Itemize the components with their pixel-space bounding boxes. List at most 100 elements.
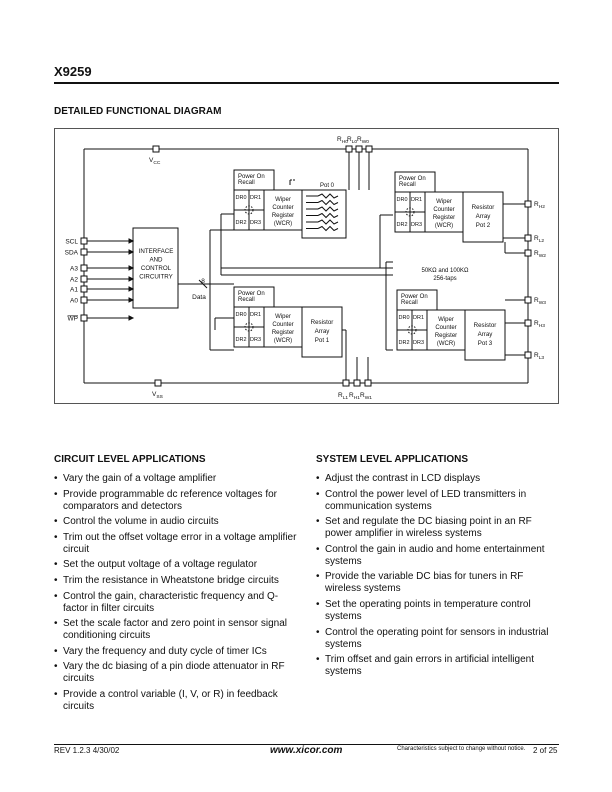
input-arrow xyxy=(128,249,135,255)
data-register-label: DR0 xyxy=(399,315,410,321)
input-label: A1 xyxy=(70,287,78,294)
system-applications-title: SYSTEM LEVEL APPLICATIONS xyxy=(316,454,469,465)
wcr-label: Register xyxy=(272,213,294,219)
register-selector xyxy=(405,207,415,217)
data-register-label: DR0 xyxy=(236,195,247,201)
resistor-symbol xyxy=(317,225,339,232)
resistor-array-label: Pot 1 xyxy=(315,337,330,344)
power-on-recall-label: Power On xyxy=(399,176,426,182)
pot1-terminal-pin xyxy=(342,379,350,387)
pot1-terminal-label: RL1 xyxy=(338,392,348,401)
input-arrow xyxy=(128,238,135,244)
right-terminal-pin xyxy=(524,200,532,208)
resistor-array-label: Pot 3 xyxy=(478,340,493,347)
wcr-label: Register xyxy=(435,333,457,339)
resistor-array-label: Resistor xyxy=(474,322,497,329)
diagram-wire xyxy=(198,279,208,289)
section-title: DETAILED FUNCTIONAL DIAGRAM xyxy=(54,106,222,117)
power-on-recall-label: Power On xyxy=(238,174,265,180)
wiper-counter-register xyxy=(426,309,466,351)
system-application-item: Control the operating point for sensors … xyxy=(316,627,561,651)
system-application-item: Trim offset and gain errors in artificia… xyxy=(316,654,561,678)
wcr-label: Counter xyxy=(272,322,293,328)
wcr-label: Counter xyxy=(272,205,293,211)
wiper-counter-register xyxy=(263,306,303,348)
data-register-label: DR3 xyxy=(250,337,261,343)
resistor-array-label: Array xyxy=(478,331,494,338)
interface-block-label: AND xyxy=(149,257,163,264)
system-application-item: Adjust the contrast in LCD displays xyxy=(316,473,561,485)
circuit-application-item: Vary the gain of a voltage amplifier xyxy=(54,473,299,485)
data-register-label: DR0 xyxy=(236,312,247,318)
right-terminal-label: RL3 xyxy=(534,352,544,361)
pot0-terminal-pin xyxy=(345,145,353,153)
input-label: A2 xyxy=(70,277,78,284)
pot2-resistor-array xyxy=(462,191,504,243)
input-pin xyxy=(80,314,88,322)
register-selector xyxy=(407,325,417,335)
data-register-label: DR1 xyxy=(250,312,261,318)
right-terminal-pin xyxy=(524,351,532,359)
diagram-frame xyxy=(54,128,559,404)
interface-block-label: CONTROL xyxy=(141,265,172,272)
wcr-label: (WCR) xyxy=(274,338,292,344)
power-on-recall-label: Recall xyxy=(238,297,255,303)
input-pin xyxy=(80,237,88,245)
input-pin xyxy=(80,275,88,283)
input-arrow xyxy=(128,315,135,321)
system-application-item: Control the power level of LED transmitt… xyxy=(316,489,561,513)
system-applications: SYSTEM LEVEL APPLICATIONS Adjust the con… xyxy=(316,454,561,682)
circuit-application-item: Provide programmable dc reference voltag… xyxy=(54,489,299,513)
power-on-recall-label: Power On xyxy=(238,291,265,297)
bus-width-label: 8 xyxy=(201,278,205,285)
power-on-recall-label: Power On xyxy=(401,294,428,300)
input-arrow xyxy=(128,286,135,292)
data-register-label: DR2 xyxy=(236,337,247,343)
pot0-terminal-label: RW0 xyxy=(357,136,369,145)
resistor-array-label: Resistor xyxy=(472,204,495,211)
input-pin xyxy=(80,285,88,293)
resistor-array-label: Pot 2 xyxy=(476,222,491,229)
wcr-label: Wiper xyxy=(275,314,291,320)
footer-rule xyxy=(54,744,559,745)
power-on-recall-label: Recall xyxy=(238,180,255,186)
register-selector xyxy=(244,322,254,332)
resistor-symbol xyxy=(317,199,339,206)
input-label: SDA xyxy=(65,250,79,257)
header-rule xyxy=(54,82,559,84)
resistor-array-label: Resistor xyxy=(311,319,334,326)
footer-revision: REV 1.2.3 4/30/02 xyxy=(54,746,120,755)
bus-label: Data xyxy=(192,294,206,301)
data-register-label: DR2 xyxy=(236,220,247,226)
circuit-application-item: Set the scale factor and zero point in s… xyxy=(54,618,299,642)
pot0-terminal-pin xyxy=(365,145,373,153)
wiper-counter-register xyxy=(263,189,303,231)
circuit-application-item: Trim the resistance in Wheatstone bridge… xyxy=(54,575,299,587)
pot0-label: Pot 0 xyxy=(320,183,335,189)
right-terminal-label: RH2 xyxy=(534,201,545,210)
resistor-symbol xyxy=(317,193,339,199)
right-terminal-label: RL2 xyxy=(534,235,544,244)
interface-control-block xyxy=(132,227,179,309)
circuit-application-item: Vary the dc biasing of a pin diode atten… xyxy=(54,661,299,685)
wcr-label: Counter xyxy=(433,207,454,213)
resistor-symbol xyxy=(317,219,339,225)
wcr-label: Register xyxy=(433,215,455,221)
vcc-label: VCC xyxy=(149,157,161,166)
system-application-item: Provide the variable DC bias for tuners … xyxy=(316,571,561,595)
input-label: SCL xyxy=(65,239,78,246)
pot1-resistor-array xyxy=(301,306,343,358)
input-label: A0 xyxy=(70,298,78,305)
wiper-counter-register xyxy=(424,191,464,233)
footer-note: Characteristics subject to change withou… xyxy=(397,746,526,752)
input-label: A3 xyxy=(70,266,78,273)
right-terminal-pin xyxy=(524,319,532,327)
data-register-label: DR3 xyxy=(250,220,261,226)
part-number: X9259 xyxy=(54,64,92,79)
resistor-array-label: Array xyxy=(315,328,331,335)
right-terminal-label: RW2 xyxy=(534,250,546,259)
circuit-application-item: Trim out the offset voltage error in a v… xyxy=(54,532,299,556)
interface-block-label: CIRCUITRY xyxy=(139,274,173,281)
footer-url-link[interactable]: www.xicor.com xyxy=(270,745,343,756)
